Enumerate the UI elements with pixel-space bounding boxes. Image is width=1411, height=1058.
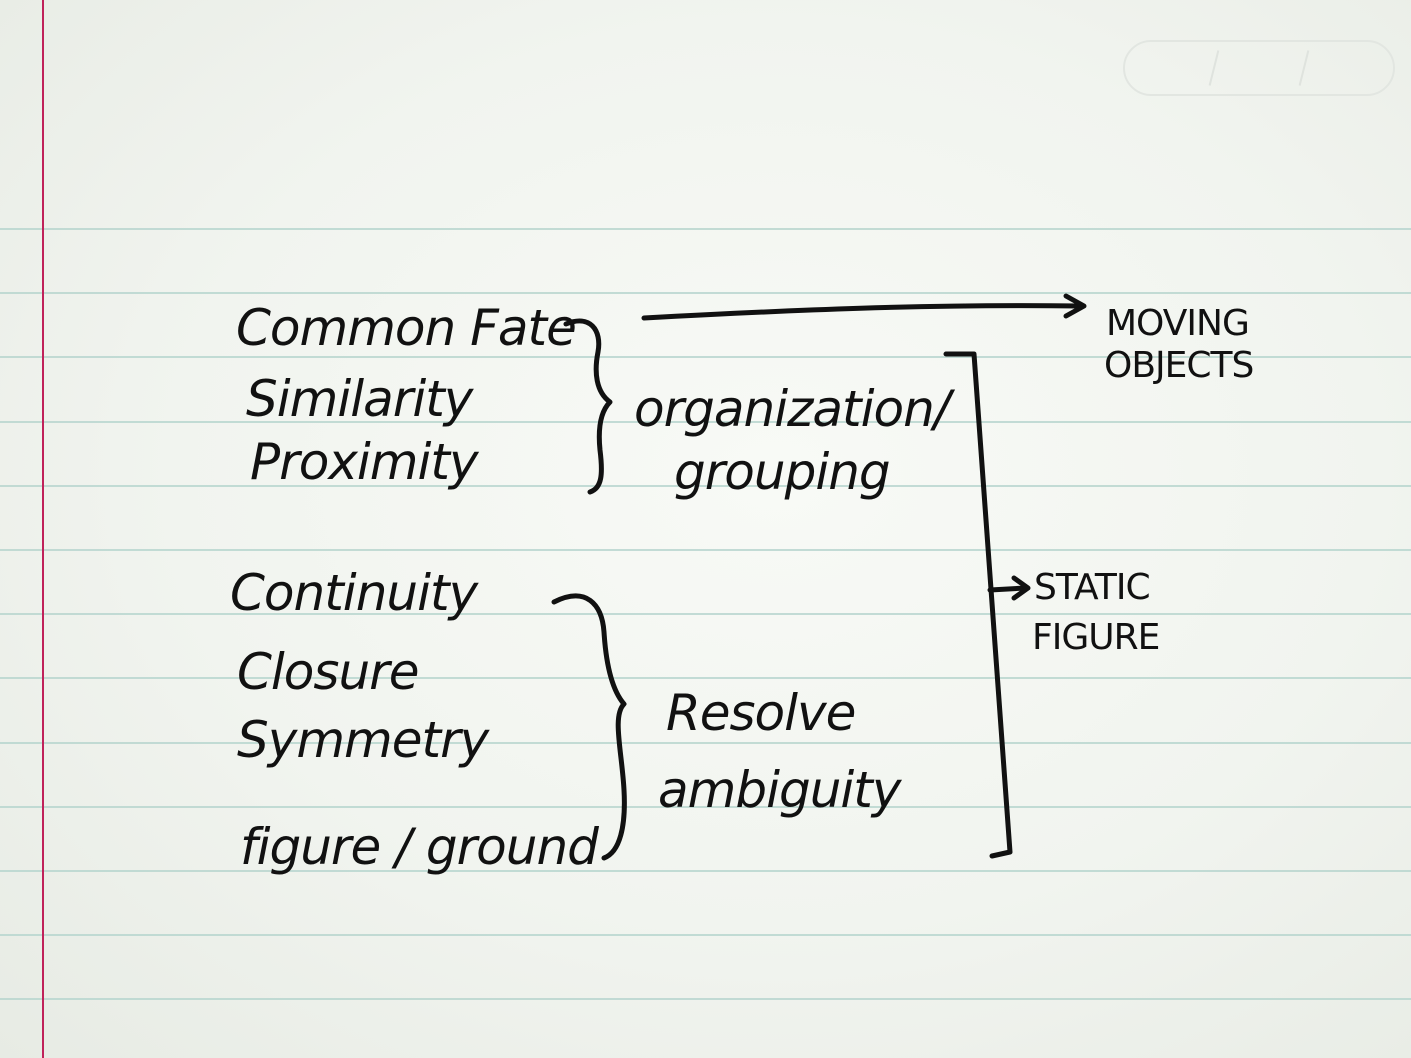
outcome-moving: MOVING bbox=[1106, 303, 1250, 344]
principle-similarity: Similarity bbox=[246, 370, 473, 428]
date-box bbox=[1123, 40, 1395, 96]
ruled-line bbox=[0, 870, 1411, 872]
arrow-to-moving-objects bbox=[641, 303, 1083, 321]
arrowhead-static bbox=[1011, 575, 1031, 601]
ruled-line bbox=[0, 998, 1411, 1001]
ruled-line bbox=[0, 677, 1411, 680]
ruled-line bbox=[0, 805, 1411, 808]
ruled-line bbox=[0, 613, 1411, 616]
category-resolve: Resolve bbox=[666, 684, 856, 742]
margin-line bbox=[42, 0, 44, 1058]
principle-continuity: Continuity bbox=[230, 564, 478, 622]
ruled-line bbox=[0, 228, 1411, 230]
principle-common-fate: Common Fate bbox=[236, 299, 577, 357]
brace-group1 bbox=[563, 318, 613, 495]
principle-proximity: Proximity bbox=[250, 433, 479, 491]
ruled-line bbox=[0, 356, 1411, 359]
category-ambiguity: ambiguity bbox=[658, 761, 901, 819]
principle-symmetry: Symmetry bbox=[237, 711, 489, 769]
ruled-line bbox=[0, 549, 1411, 551]
principle-closure: Closure bbox=[237, 643, 419, 701]
ruled-line bbox=[0, 420, 1411, 423]
ruled-line bbox=[0, 934, 1411, 937]
ruled-line bbox=[0, 484, 1411, 487]
outcome-static: STATIC bbox=[1034, 567, 1151, 608]
principle-figure-ground: figure / ground bbox=[240, 818, 599, 876]
arrowhead-moving bbox=[1063, 293, 1087, 319]
outcome-figure: FIGURE bbox=[1032, 617, 1160, 658]
category-organization: organization/ bbox=[634, 380, 951, 438]
ruled-line bbox=[0, 741, 1411, 744]
brace-group2 bbox=[551, 593, 627, 861]
category-grouping: grouping bbox=[674, 443, 891, 501]
arrow-to-static-figure bbox=[987, 585, 1029, 593]
outcome-objects: OBJECTS bbox=[1104, 345, 1254, 386]
ruled-line bbox=[0, 292, 1411, 295]
bracket-static bbox=[943, 351, 1013, 859]
